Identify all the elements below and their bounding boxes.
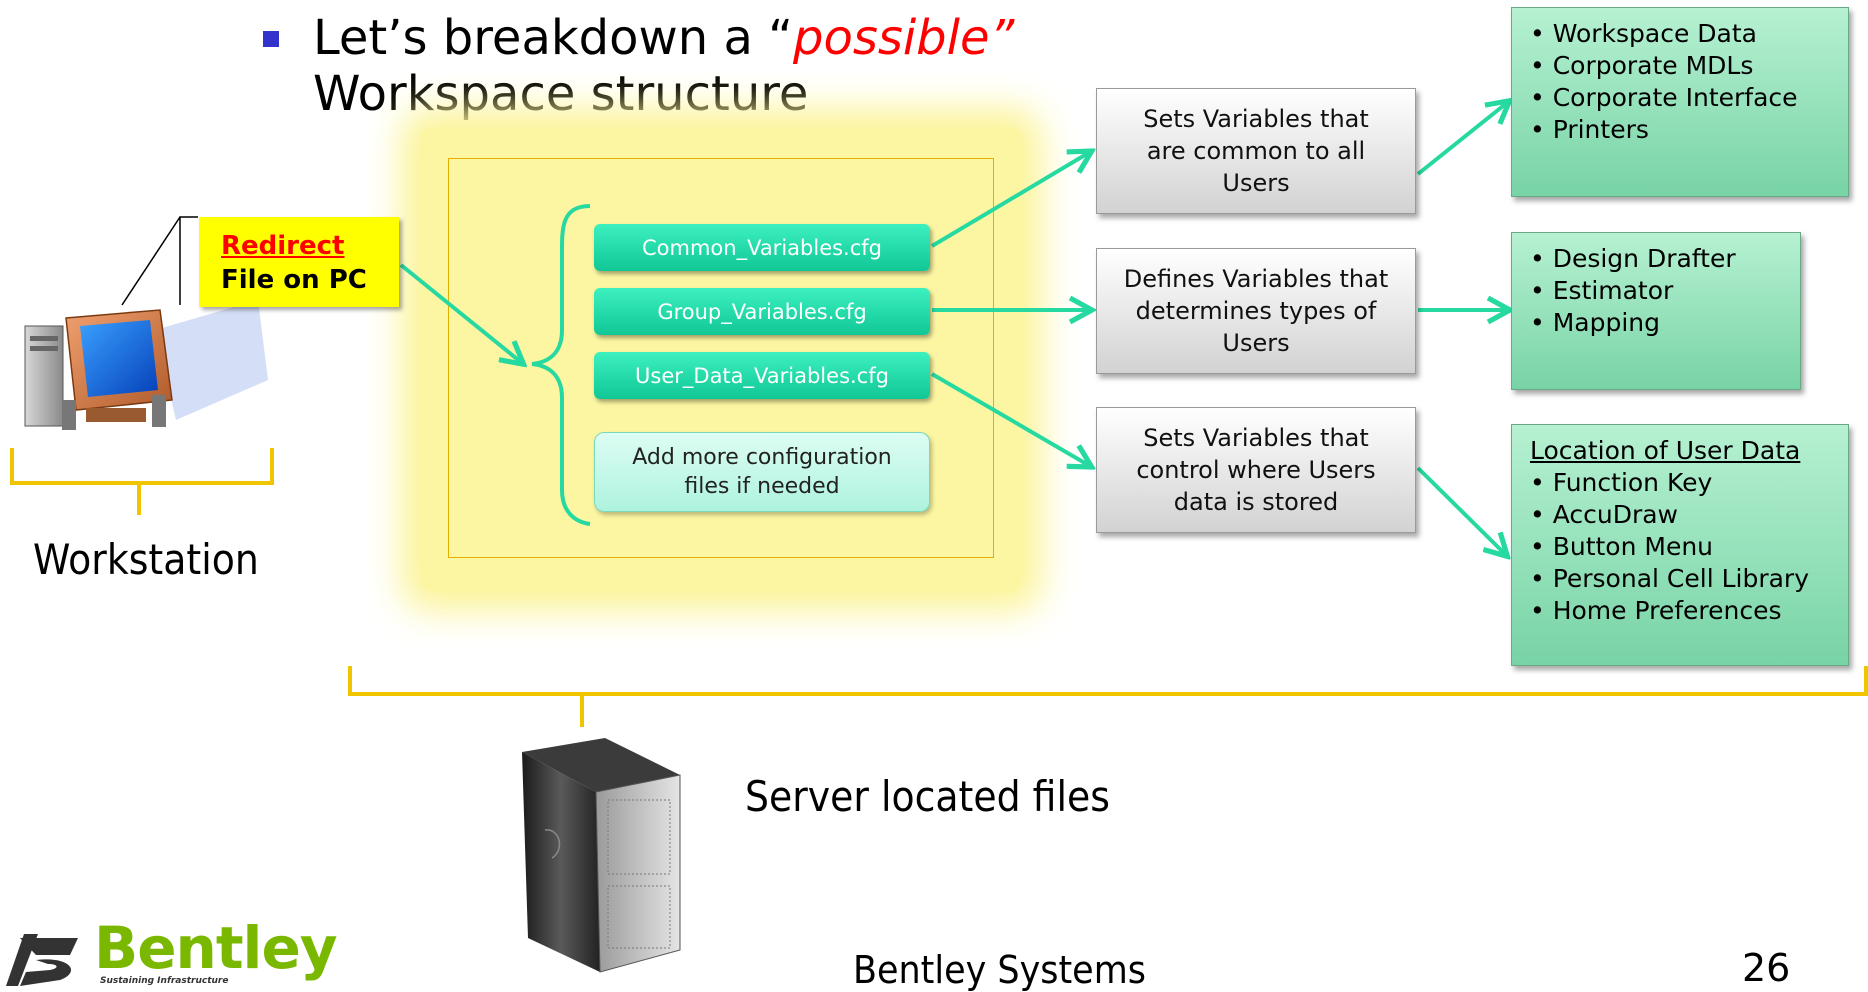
group3-heading: Location of User Data bbox=[1530, 436, 1801, 465]
title-emphasis: possible” bbox=[792, 10, 1015, 66]
arrow-userdata bbox=[930, 372, 1090, 466]
arrow-to-group3 bbox=[1416, 466, 1506, 555]
arrow-to-group1 bbox=[1416, 102, 1508, 176]
title-line2: Workspace structure bbox=[313, 66, 809, 122]
redirect-file-label: File on PC bbox=[221, 265, 367, 295]
group3-item: • AccuDraw bbox=[1530, 500, 1678, 529]
slide-title: Let’s breakdown a “possible” Workspace s… bbox=[313, 10, 1014, 122]
bentley-logo-wordmark: Bentley bbox=[94, 914, 338, 982]
group2-item: • Design Drafter bbox=[1530, 244, 1736, 273]
redirect-callout bbox=[121, 216, 198, 306]
server-bracket bbox=[348, 666, 1868, 727]
server-label: Server located files bbox=[745, 772, 1110, 821]
arrow-common bbox=[930, 152, 1090, 248]
add-more-text: Add more configuration files if needed bbox=[632, 445, 892, 499]
add-more-config-note: Add more configuration files if needed bbox=[594, 432, 930, 512]
group1-item: • Printers bbox=[1530, 115, 1649, 144]
workstation-bracket bbox=[10, 448, 274, 515]
cfg-user-data-variables[interactable]: User_Data_Variables.cfg bbox=[594, 352, 930, 399]
group3-box: Location of User Data • Function Key • A… bbox=[1511, 424, 1849, 666]
desc-userdata: Sets Variables that control where Users … bbox=[1096, 407, 1416, 533]
bentley-logo-mark bbox=[6, 934, 78, 986]
desc-userdata-text: Sets Variables that control where Users … bbox=[1136, 424, 1376, 516]
redirect-arrow bbox=[399, 263, 522, 363]
group1-box: • Workspace Data • Corporate MDLs • Corp… bbox=[1511, 7, 1849, 197]
desc-common: Sets Variables that are common to all Us… bbox=[1096, 88, 1416, 214]
group2-item: • Estimator bbox=[1530, 276, 1674, 305]
title-bullet bbox=[263, 31, 279, 47]
desc-common-text: Sets Variables that are common to all Us… bbox=[1143, 105, 1369, 197]
group3-item: • Home Preferences bbox=[1530, 596, 1782, 625]
redirect-link[interactable]: Redirect bbox=[221, 231, 345, 261]
group2-box: • Design Drafter • Estimator • Mapping bbox=[1511, 232, 1801, 390]
cfg-group-variables[interactable]: Group_Variables.cfg bbox=[594, 288, 930, 335]
group3-item: • Personal Cell Library bbox=[1530, 564, 1810, 593]
group1-item: • Workspace Data bbox=[1530, 19, 1757, 48]
group2-item: • Mapping bbox=[1530, 308, 1660, 337]
config-files-frame bbox=[448, 158, 994, 558]
redirect-box: Redirect File on PC bbox=[199, 217, 399, 307]
workstation-label: Workstation bbox=[33, 535, 259, 584]
computer-icon bbox=[24, 300, 268, 430]
group3-item: • Function Key bbox=[1530, 468, 1713, 497]
group1-item: • Corporate Interface bbox=[1530, 83, 1798, 112]
server-icon bbox=[522, 738, 681, 973]
desc-group: Defines Variables that determines types … bbox=[1096, 248, 1416, 374]
page-number: 26 bbox=[1742, 946, 1791, 990]
group3-item: • Button Menu bbox=[1530, 532, 1714, 561]
group1-item: • Corporate MDLs bbox=[1530, 51, 1754, 80]
title-text: Let’s breakdown a “ bbox=[313, 10, 793, 66]
bentley-logo-tagline: Sustaining Infrastructure bbox=[100, 976, 229, 986]
cfg-common-variables[interactable]: Common_Variables.cfg bbox=[594, 224, 930, 271]
config-brace bbox=[531, 204, 591, 526]
footer-company: Bentley Systems bbox=[853, 948, 1146, 992]
desc-group-text: Defines Variables that determines types … bbox=[1123, 265, 1389, 357]
